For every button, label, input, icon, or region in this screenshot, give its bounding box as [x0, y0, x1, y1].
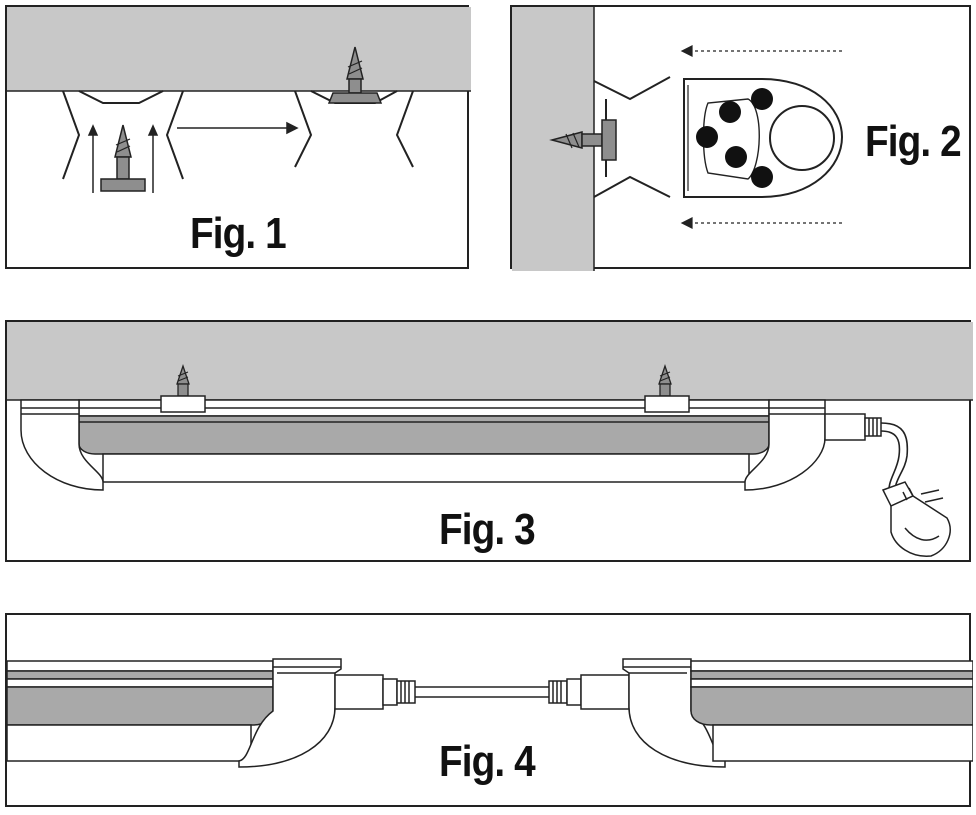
led-fixture-left — [7, 658, 416, 768]
ceiling — [7, 7, 471, 91]
arrow-left-icon — [680, 45, 842, 229]
figure-4-label: Fig. 4 — [439, 737, 536, 786]
screw-icon — [100, 124, 146, 192]
figure-2-panel: Fig. 2 — [510, 5, 971, 271]
figure-3-panel: Fig. 3 — [5, 320, 973, 562]
figure-4-drawing — [7, 658, 973, 768]
figure-3-label: Fig. 3 — [439, 505, 536, 554]
ceiling — [7, 322, 973, 400]
screw-icon — [160, 363, 206, 413]
figure-4-panel: Fig. 4 — [5, 613, 973, 807]
mounting-clip-open — [62, 90, 184, 180]
connector-pins — [696, 88, 773, 188]
linking-cable — [415, 686, 549, 698]
figure-1-drawing — [7, 7, 471, 193]
figure-1-panel: Fig. 1 — [5, 5, 471, 269]
end-cap — [683, 78, 844, 198]
led-fixture-right — [548, 658, 973, 768]
power-plug-icon — [881, 481, 951, 557]
figure-1-label: Fig. 1 — [190, 209, 287, 258]
arrow-right-icon — [177, 121, 299, 135]
led-fixture — [20, 399, 882, 491]
figure-2-drawing — [512, 7, 844, 271]
screw-icon — [327, 46, 383, 104]
screw-icon — [549, 119, 617, 161]
screw-icon — [644, 363, 690, 413]
arrow-up-icon — [87, 124, 159, 193]
power-cable — [880, 422, 909, 497]
figure-3-drawing — [7, 322, 973, 557]
figure-2-label: Fig. 2 — [865, 117, 962, 166]
